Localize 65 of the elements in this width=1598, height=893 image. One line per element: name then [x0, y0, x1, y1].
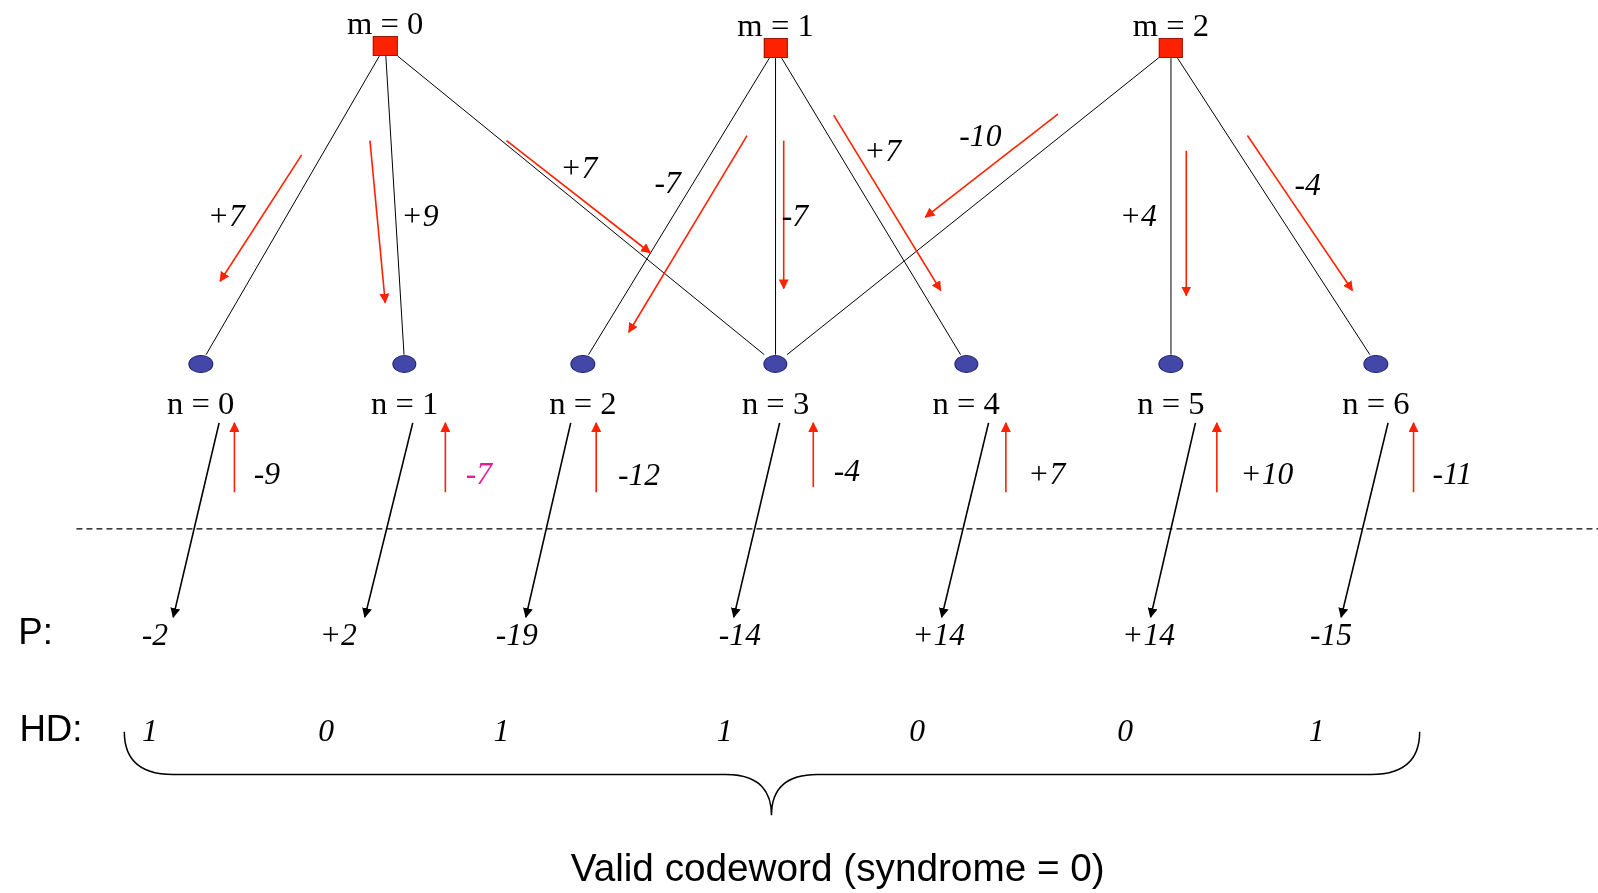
- arrow: [1000, 421, 1011, 494]
- caption: Valid codeword (syndrome = 0): [570, 848, 1105, 888]
- value-text: -15: [1309, 619, 1353, 651]
- connector-line: [1170, 57, 1172, 356]
- arrow: [362, 422, 414, 619]
- edge-label: +7: [864, 135, 902, 167]
- check-node-label: m = 0: [347, 7, 424, 40]
- connector-line: [396, 55, 765, 356]
- value-text: -14: [718, 619, 761, 651]
- value-text: +14: [1122, 619, 1175, 651]
- arrow: [1211, 421, 1222, 494]
- edge-label: -10: [959, 119, 1002, 152]
- variable-node-label: n = 4: [932, 387, 1000, 420]
- edge-label: +9: [401, 200, 439, 232]
- variable-node-label: n = 3: [741, 387, 810, 420]
- edge-label: -7: [654, 167, 681, 200]
- value-text: +14: [912, 619, 966, 651]
- edge-label: -4: [1294, 169, 1321, 202]
- variable-node-label: n = 1: [370, 387, 439, 420]
- connector-line: [781, 57, 962, 356]
- row-label: P:: [18, 613, 53, 651]
- arrow: [440, 421, 451, 494]
- value-text: -2: [141, 619, 169, 651]
- variable-node-label: n = 0: [167, 387, 235, 420]
- connector-line: [775, 57, 777, 356]
- hard-decision-bit: 1: [1308, 714, 1325, 747]
- connector-line: [588, 57, 770, 356]
- variable-node-label: n = 5: [1137, 387, 1205, 420]
- check-node-label: m = 2: [1132, 9, 1210, 42]
- hard-decision-bit: 1: [141, 714, 158, 747]
- connector-line: [786, 57, 1160, 356]
- check-node-label: m = 1: [737, 9, 814, 42]
- edge-label: +7: [560, 152, 598, 184]
- arrow: [1408, 421, 1419, 494]
- edge-label: +4: [1119, 200, 1157, 232]
- row-label: HD:: [19, 710, 83, 747]
- value-text: -19: [495, 619, 538, 651]
- edge-label: -4: [833, 455, 861, 487]
- hard-decision-bit: 0: [1117, 714, 1133, 747]
- variable-node-label: n = 6: [1342, 387, 1410, 420]
- edge-label: +10: [1240, 458, 1294, 490]
- hard-decision-bit: 1: [716, 714, 733, 747]
- arrow: [938, 422, 990, 619]
- hard-decision-bit: 0: [318, 714, 334, 747]
- arrow: [1147, 422, 1197, 619]
- edge-label: +7: [1028, 458, 1066, 490]
- value-text: +2: [319, 619, 357, 651]
- connector-line: [385, 55, 405, 356]
- arrow: [808, 421, 819, 488]
- connector-line: [1177, 57, 1371, 356]
- arrow: [229, 421, 240, 494]
- edge-label: -9: [253, 458, 281, 490]
- hard-decision-bit: 0: [909, 714, 926, 747]
- hard-decision-bit: 1: [493, 714, 510, 747]
- connector-line: [205, 55, 380, 356]
- arrow: [523, 422, 572, 619]
- arrow: [1338, 422, 1389, 619]
- edge-label: -11: [1432, 458, 1473, 490]
- arrow: [170, 422, 220, 619]
- edge-label: +7: [207, 200, 245, 232]
- arrow: [591, 421, 602, 494]
- edge-label: -12: [617, 459, 661, 491]
- variable-node-label: n = 2: [549, 387, 617, 420]
- edge-label: -7: [465, 458, 493, 490]
- arrow: [731, 422, 781, 619]
